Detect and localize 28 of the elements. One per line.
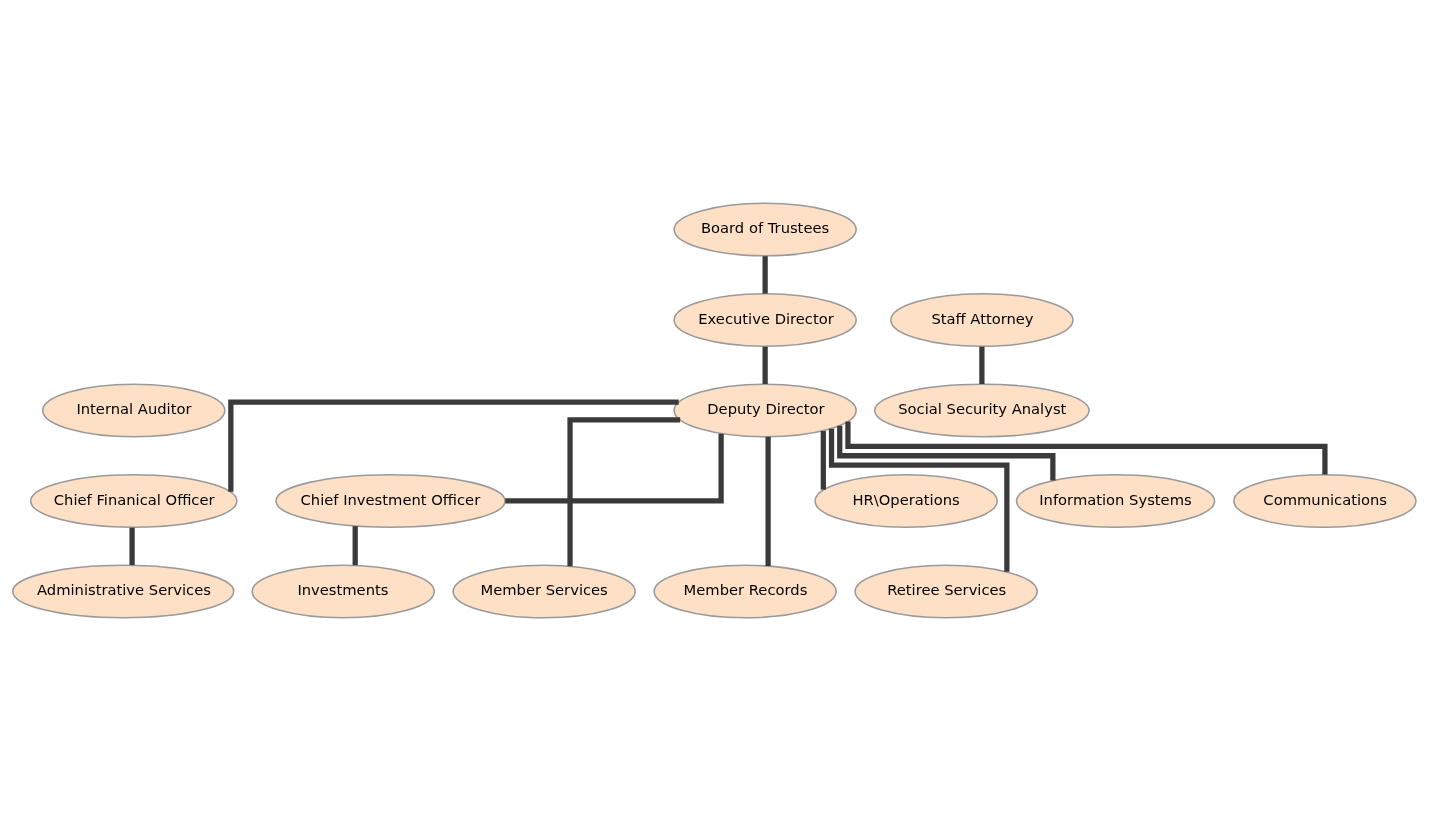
node-ellipse: Chief Finanical Officer: [29, 473, 238, 528]
node-ellipse: Executive Director: [673, 292, 857, 347]
connector: [762, 255, 768, 294]
connector: [129, 527, 135, 565]
node-ellipse: Deputy Director: [673, 382, 857, 438]
connector: [837, 425, 1056, 480]
node-ellipse: Chief Investment Officer: [275, 473, 506, 528]
node-ellipse: Retiree Services: [854, 563, 1038, 619]
node-ellipse: Internal Auditor: [42, 382, 226, 438]
connector: [762, 346, 768, 384]
node-ellipse: Administrative Services: [12, 563, 235, 619]
connector: [820, 430, 826, 490]
node-ellipse: Social Security Analyst: [873, 382, 1090, 438]
connector: [505, 433, 724, 504]
node-ellipse: Board of Trustees: [673, 201, 857, 257]
connector: [979, 346, 985, 384]
node-ellipse: Investments: [251, 563, 435, 619]
node-ellipse: Member Services: [452, 563, 636, 619]
connector: [828, 428, 1010, 572]
connector: [567, 416, 681, 566]
node-ellipse: Staff Attorney: [890, 292, 1074, 347]
node-ellipse: Information Systems: [1015, 473, 1216, 528]
connector: [228, 398, 679, 492]
connector: [765, 436, 771, 566]
connector: [352, 525, 358, 565]
node-ellipse: HR\Operations: [814, 473, 998, 528]
node-ellipse: Communications: [1233, 473, 1417, 528]
node-ellipse: Member Records: [653, 563, 837, 619]
